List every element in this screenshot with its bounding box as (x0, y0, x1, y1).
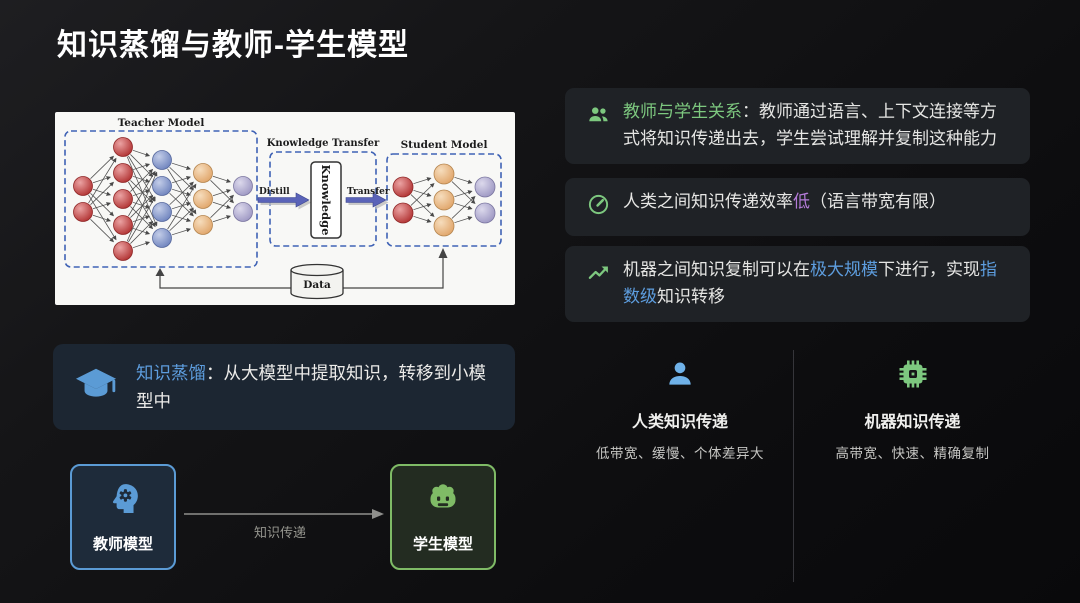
human-transfer-desc: 低带宽、缓慢、个体差异大 (596, 446, 764, 461)
chip-icon (897, 360, 929, 394)
network-edges (88, 149, 476, 249)
machine-seg-1: 机器之间知识复制可以在 (623, 260, 810, 279)
card-machine-replication-text: 机器之间知识复制可以在极大规模下进行，实现指数级知识转移 (623, 257, 1010, 311)
distill-term: 知识蒸馏 (136, 363, 206, 383)
efficiency-post: （语言带宽有限） (810, 192, 946, 211)
card-human-efficiency-text: 人类之间知识传递效率低（语言带宽有限） (623, 189, 946, 225)
machine-seg-5: 知识转移 (657, 286, 725, 306)
distill-label: Distill (259, 187, 290, 197)
card-machine-replication: 机器之间知识复制可以在极大规模下进行，实现指数级知识转移 (565, 246, 1030, 322)
data-arrow-teacher (155, 268, 165, 276)
knowledge-box (310, 161, 342, 239)
comparison-divider (793, 350, 794, 582)
flow-arrow-label: 知识传递 (254, 525, 306, 540)
machine-transfer-title: 机器知识传递 (864, 414, 961, 431)
teacher-model-label: 教师模型 (92, 535, 153, 553)
graduation-cap-icon (73, 364, 119, 411)
head-gear-icon (105, 481, 141, 522)
distill-definition-card: 知识蒸馏：从大模型中提取知识，转移到小模型中 (53, 344, 515, 430)
knowledge-flow-arrow: 知识传递 (184, 509, 384, 540)
efficiency-low: 低 (793, 192, 810, 211)
student-model-label: 学生模型 (412, 535, 473, 553)
distill-arrow (257, 192, 310, 208)
machine-transfer-column: 机器知识传递 高带宽、快速、精确复制 (795, 358, 1030, 462)
student-model-title: Student Model (401, 139, 488, 151)
machine-seg-exponential: 指数级 (623, 260, 997, 306)
card-teacher-student-relation: 教师与学生关系：教师通过语言、上下文连接等方式将知识传递出去，学生尝试理解并复制… (565, 88, 1030, 164)
gauge-icon (587, 193, 610, 225)
relation-term: 教师与学生关系 (623, 102, 742, 121)
data-arrow-student (438, 248, 448, 258)
data-label: Data (303, 279, 331, 291)
transfer-arrow (345, 192, 387, 208)
teacher-model-box (64, 130, 258, 268)
robot-icon (425, 481, 461, 522)
data-cylinder-top (290, 263, 344, 277)
teacher-model-card: 教师模型 (70, 464, 176, 570)
network-figure-svg: Teacher Model Knowledge Transfer Student… (64, 117, 502, 300)
efficiency-pre: 人类之间知识传递效率 (623, 192, 793, 211)
student-model-card: 学生模型 (390, 464, 496, 570)
people-icon (587, 103, 610, 153)
distill-definition-text: 知识蒸馏：从大模型中提取知识，转移到小模型中 (136, 359, 491, 415)
distill-rest: ：从大模型中提取知识，转移到小模型中 (136, 363, 486, 411)
figure-panel: Teacher Model Knowledge Transfer Student… (55, 112, 515, 305)
card-human-efficiency: 人类之间知识传递效率低（语言带宽有限） (565, 178, 1030, 236)
transfer-label: Transfer (347, 187, 390, 197)
person-icon (664, 362, 696, 394)
student-model-box (386, 153, 502, 247)
trend-up-icon (587, 261, 610, 311)
network-nodes (73, 137, 496, 261)
human-transfer-column: 人类知识传递 低带宽、缓慢、个体差异大 (565, 358, 795, 462)
machine-transfer-desc: 高带宽、快速、精确复制 (835, 446, 990, 461)
machine-seg-3: 下进行，实现 (878, 260, 980, 279)
data-cylinder-body (290, 270, 344, 300)
human-transfer-title: 人类知识传递 (631, 414, 728, 431)
knowledge-label: Knowledge (319, 164, 333, 235)
page-title: 知识蒸馏与教师-学生模型 (57, 29, 409, 62)
data-connector-left (159, 274, 291, 289)
teacher-model-title: Teacher Model (118, 117, 205, 129)
machine-seg-scale: 极大规模 (810, 260, 878, 279)
knowledge-transfer-title: Knowledge Transfer (267, 138, 380, 149)
data-connector-right (343, 256, 444, 289)
card-teacher-student-text: 教师与学生关系：教师通过语言、上下文连接等方式将知识传递出去，学生尝试理解并复制… (623, 99, 1010, 153)
relation-rest: ：教师通过语言、上下文连接等方式将知识传递出去，学生尝试理解并复制这种能力 (623, 102, 997, 148)
